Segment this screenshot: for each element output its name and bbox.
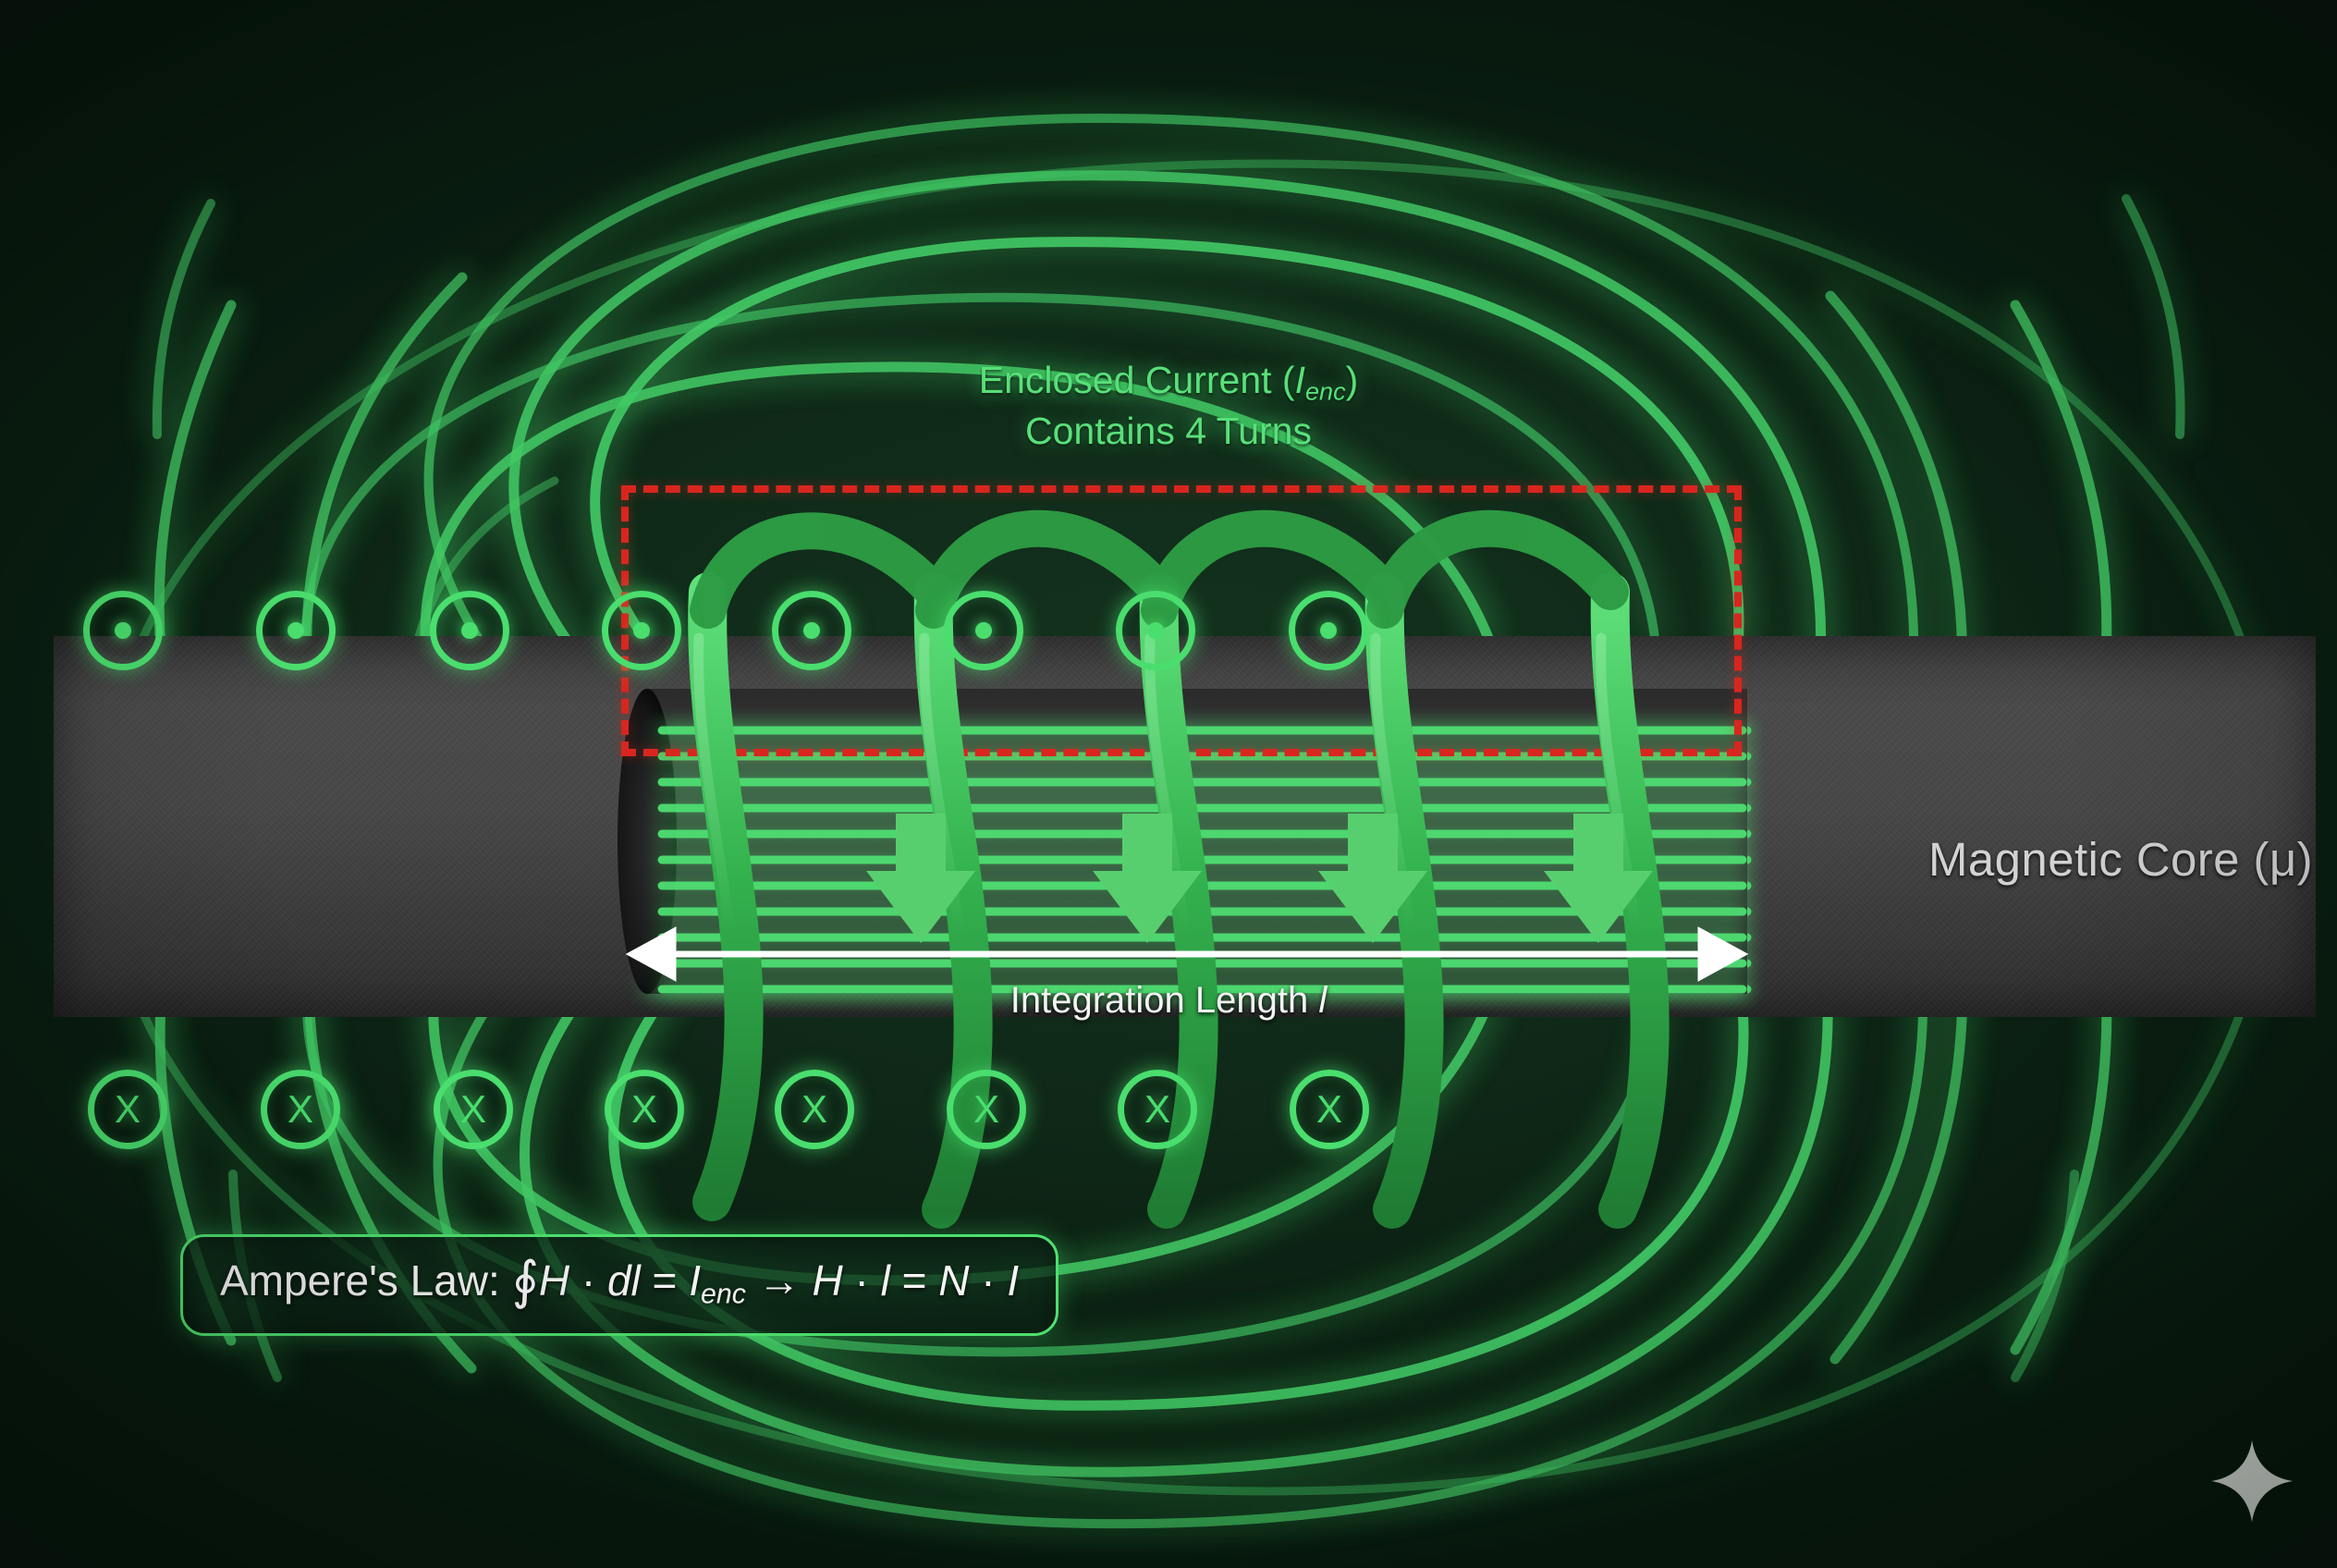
formula-prefix: Ampere's Law: (220, 1256, 512, 1305)
enclosed-current-line1: Enclosed Current (Ienc) (978, 359, 1359, 406)
cross-icon: X (630, 1087, 657, 1131)
cross-icon: X (114, 1087, 141, 1131)
enclosed-current-line2: Contains 4 Turns (1025, 409, 1312, 452)
cross-icon: X (1144, 1087, 1170, 1131)
current-direction-arrows (866, 814, 1653, 943)
dot-icon (1147, 622, 1164, 639)
current-marker-into-page: X (947, 1070, 1026, 1149)
current-marker-into-page: X (1118, 1070, 1197, 1149)
dot-icon (115, 622, 131, 639)
dot-icon (461, 622, 478, 639)
magnetic-core-label: Magnetic Core (μ) (1928, 833, 2313, 886)
amperes-law-formula-box: Ampere's Law: ∮H · dl = Ienc → H · l = N… (180, 1234, 1059, 1336)
current-marker-out-of-page (256, 591, 336, 670)
current-marker-into-page: X (1290, 1070, 1369, 1149)
enclosed-current-label: Enclosed Current (Ienc) Contains 4 Turns (0, 357, 2337, 454)
dot-icon (1320, 622, 1337, 639)
current-marker-into-page: X (261, 1070, 340, 1149)
current-marker-out-of-page (944, 591, 1023, 670)
current-marker-out-of-page (602, 591, 681, 670)
current-marker-into-page: X (775, 1070, 854, 1149)
cross-icon: X (1315, 1087, 1342, 1131)
current-marker-into-page: X (605, 1070, 684, 1149)
cross-icon: X (801, 1087, 827, 1131)
cross-icon: X (287, 1087, 313, 1131)
current-marker-out-of-page (83, 591, 163, 670)
dot-icon (975, 622, 992, 639)
current-marker-into-page: X (88, 1070, 167, 1149)
current-marker-out-of-page (772, 591, 851, 670)
current-marker-into-page: X (434, 1070, 513, 1149)
integration-length-label: Integration Length l (1009, 980, 1328, 1021)
cross-icon: X (459, 1087, 486, 1131)
sparkle-star-icon (2210, 1439, 2294, 1523)
dot-icon (288, 622, 304, 639)
current-marker-out-of-page (1289, 591, 1368, 670)
cross-icon: X (973, 1087, 999, 1131)
contour-integral-icon: ∮ (511, 1250, 539, 1309)
arrow-icon: → (745, 1256, 813, 1305)
dot-icon (633, 622, 650, 639)
dot-icon (803, 622, 820, 639)
current-marker-out-of-page (1116, 591, 1195, 670)
current-marker-out-of-page (430, 591, 509, 670)
